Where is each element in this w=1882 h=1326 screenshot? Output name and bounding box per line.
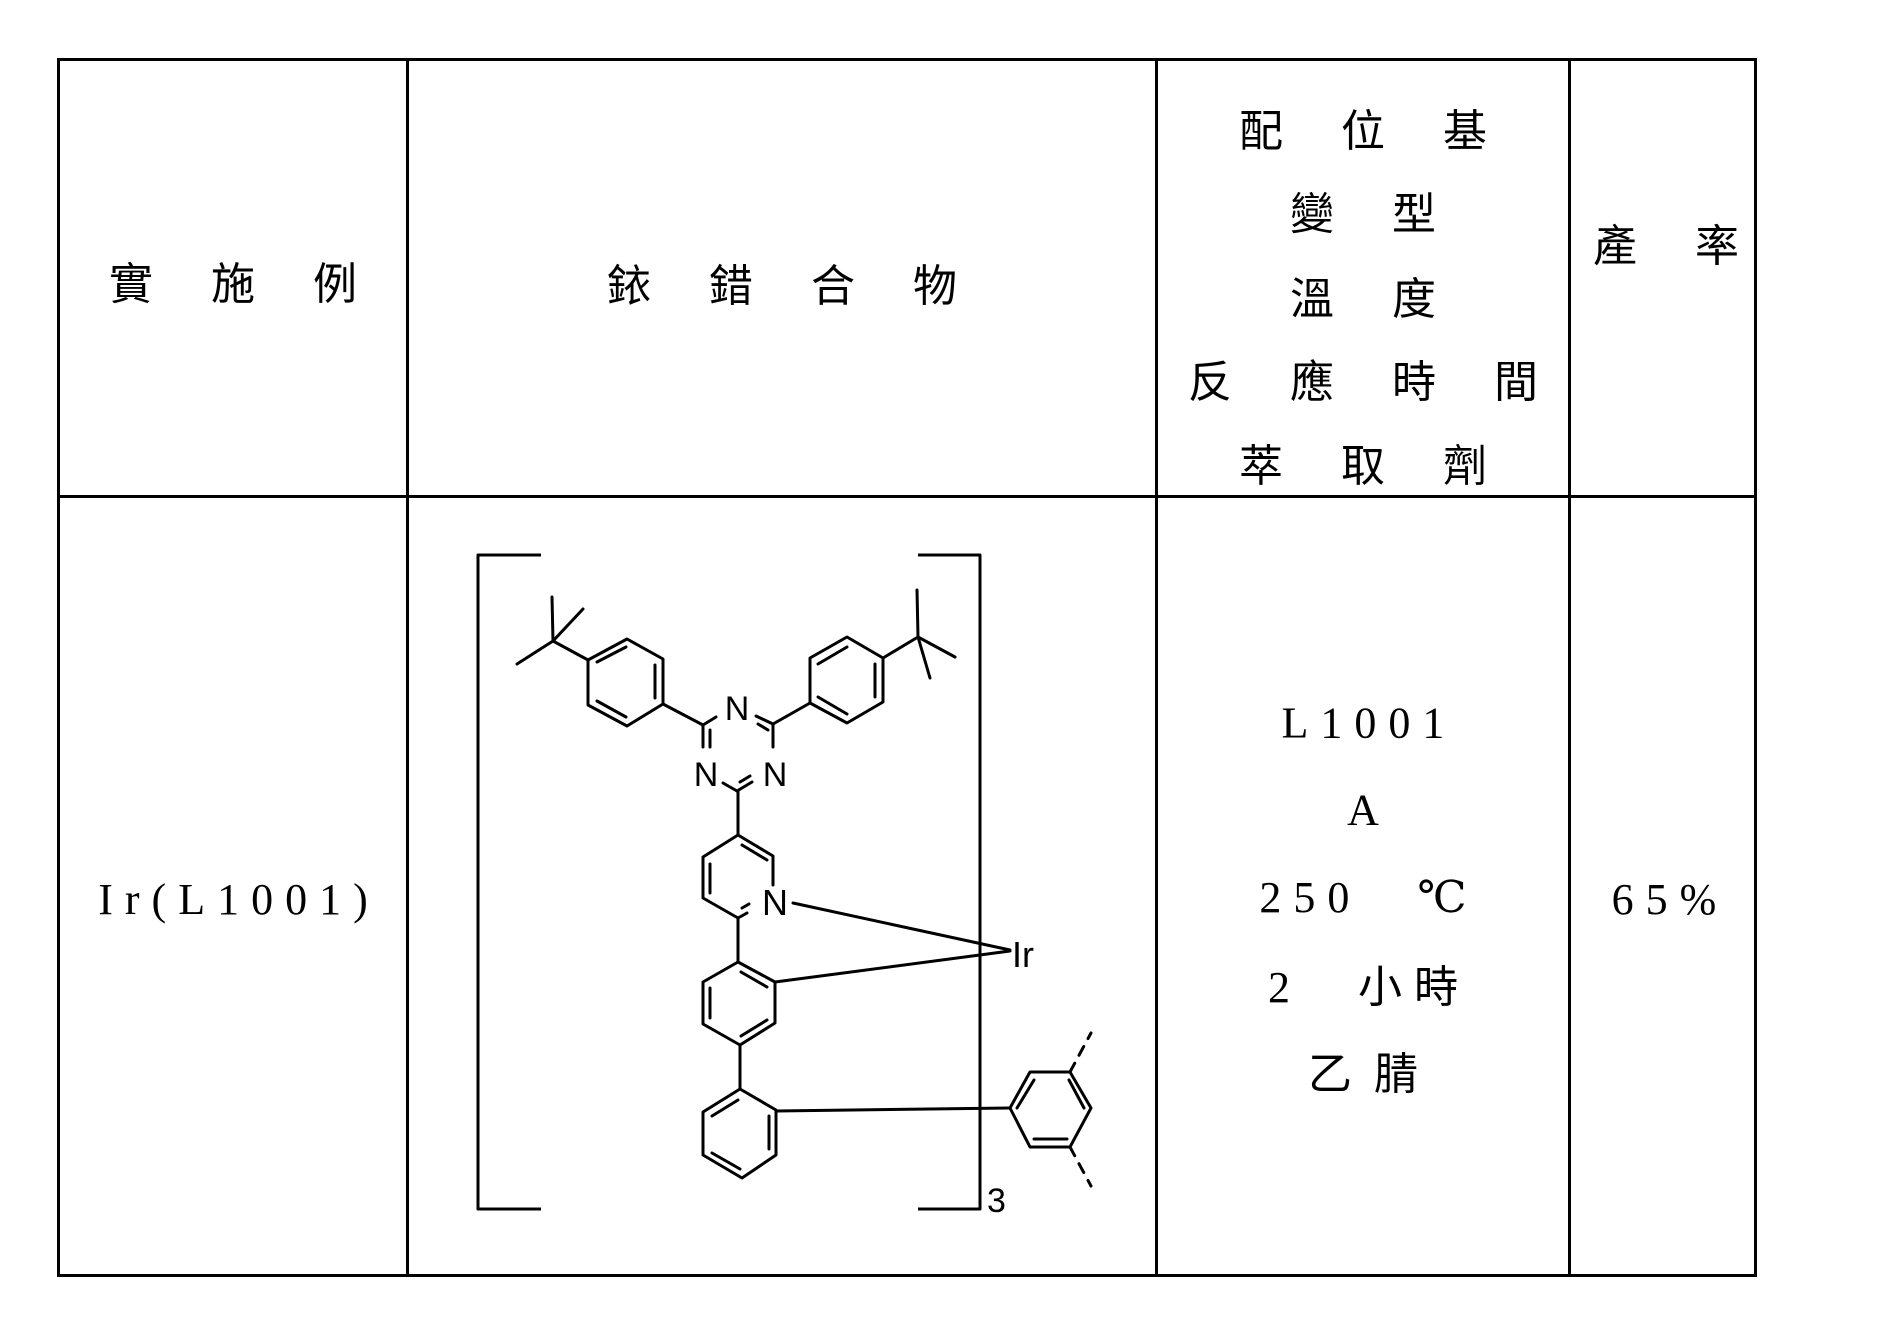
yield-value: 65% xyxy=(1611,875,1729,924)
example-id: Ir(L1001) xyxy=(98,875,380,924)
column-divider-2 xyxy=(1155,58,1158,1277)
variant-value: A xyxy=(1347,785,1391,835)
header-conditions: 配 位 基 變 型 溫 度 反 應 時 間 萃 取 劑 xyxy=(1158,60,1568,495)
extractant-value: 乙腈 xyxy=(1308,1049,1440,1100)
column-divider-1 xyxy=(406,58,409,1277)
temperature-value: 250 ℃ xyxy=(1259,873,1479,922)
header-example: 實 施 例 xyxy=(109,259,379,310)
reaction-time-value: 2 小時 xyxy=(1268,963,1470,1012)
header-yield: 產 率 xyxy=(1593,221,1761,272)
header-variant: 變 型 xyxy=(1290,189,1458,240)
header-row-divider xyxy=(57,495,1757,498)
conditions-values: L1001 A 250 ℃ 2 小時 乙腈 xyxy=(1158,498,1568,1276)
header-ligand: 配 位 基 xyxy=(1239,106,1509,157)
table-frame xyxy=(57,58,1757,1277)
ligand-value: L1001 xyxy=(1281,698,1457,748)
header-reaction-time: 反 應 時 間 xyxy=(1188,357,1560,408)
column-divider-3 xyxy=(1568,58,1571,1277)
header-extractant: 萃 取 劑 xyxy=(1239,441,1509,492)
header-iridium-complex: 銥 錯 合 物 xyxy=(607,261,979,312)
header-temperature: 溫 度 xyxy=(1290,274,1458,325)
